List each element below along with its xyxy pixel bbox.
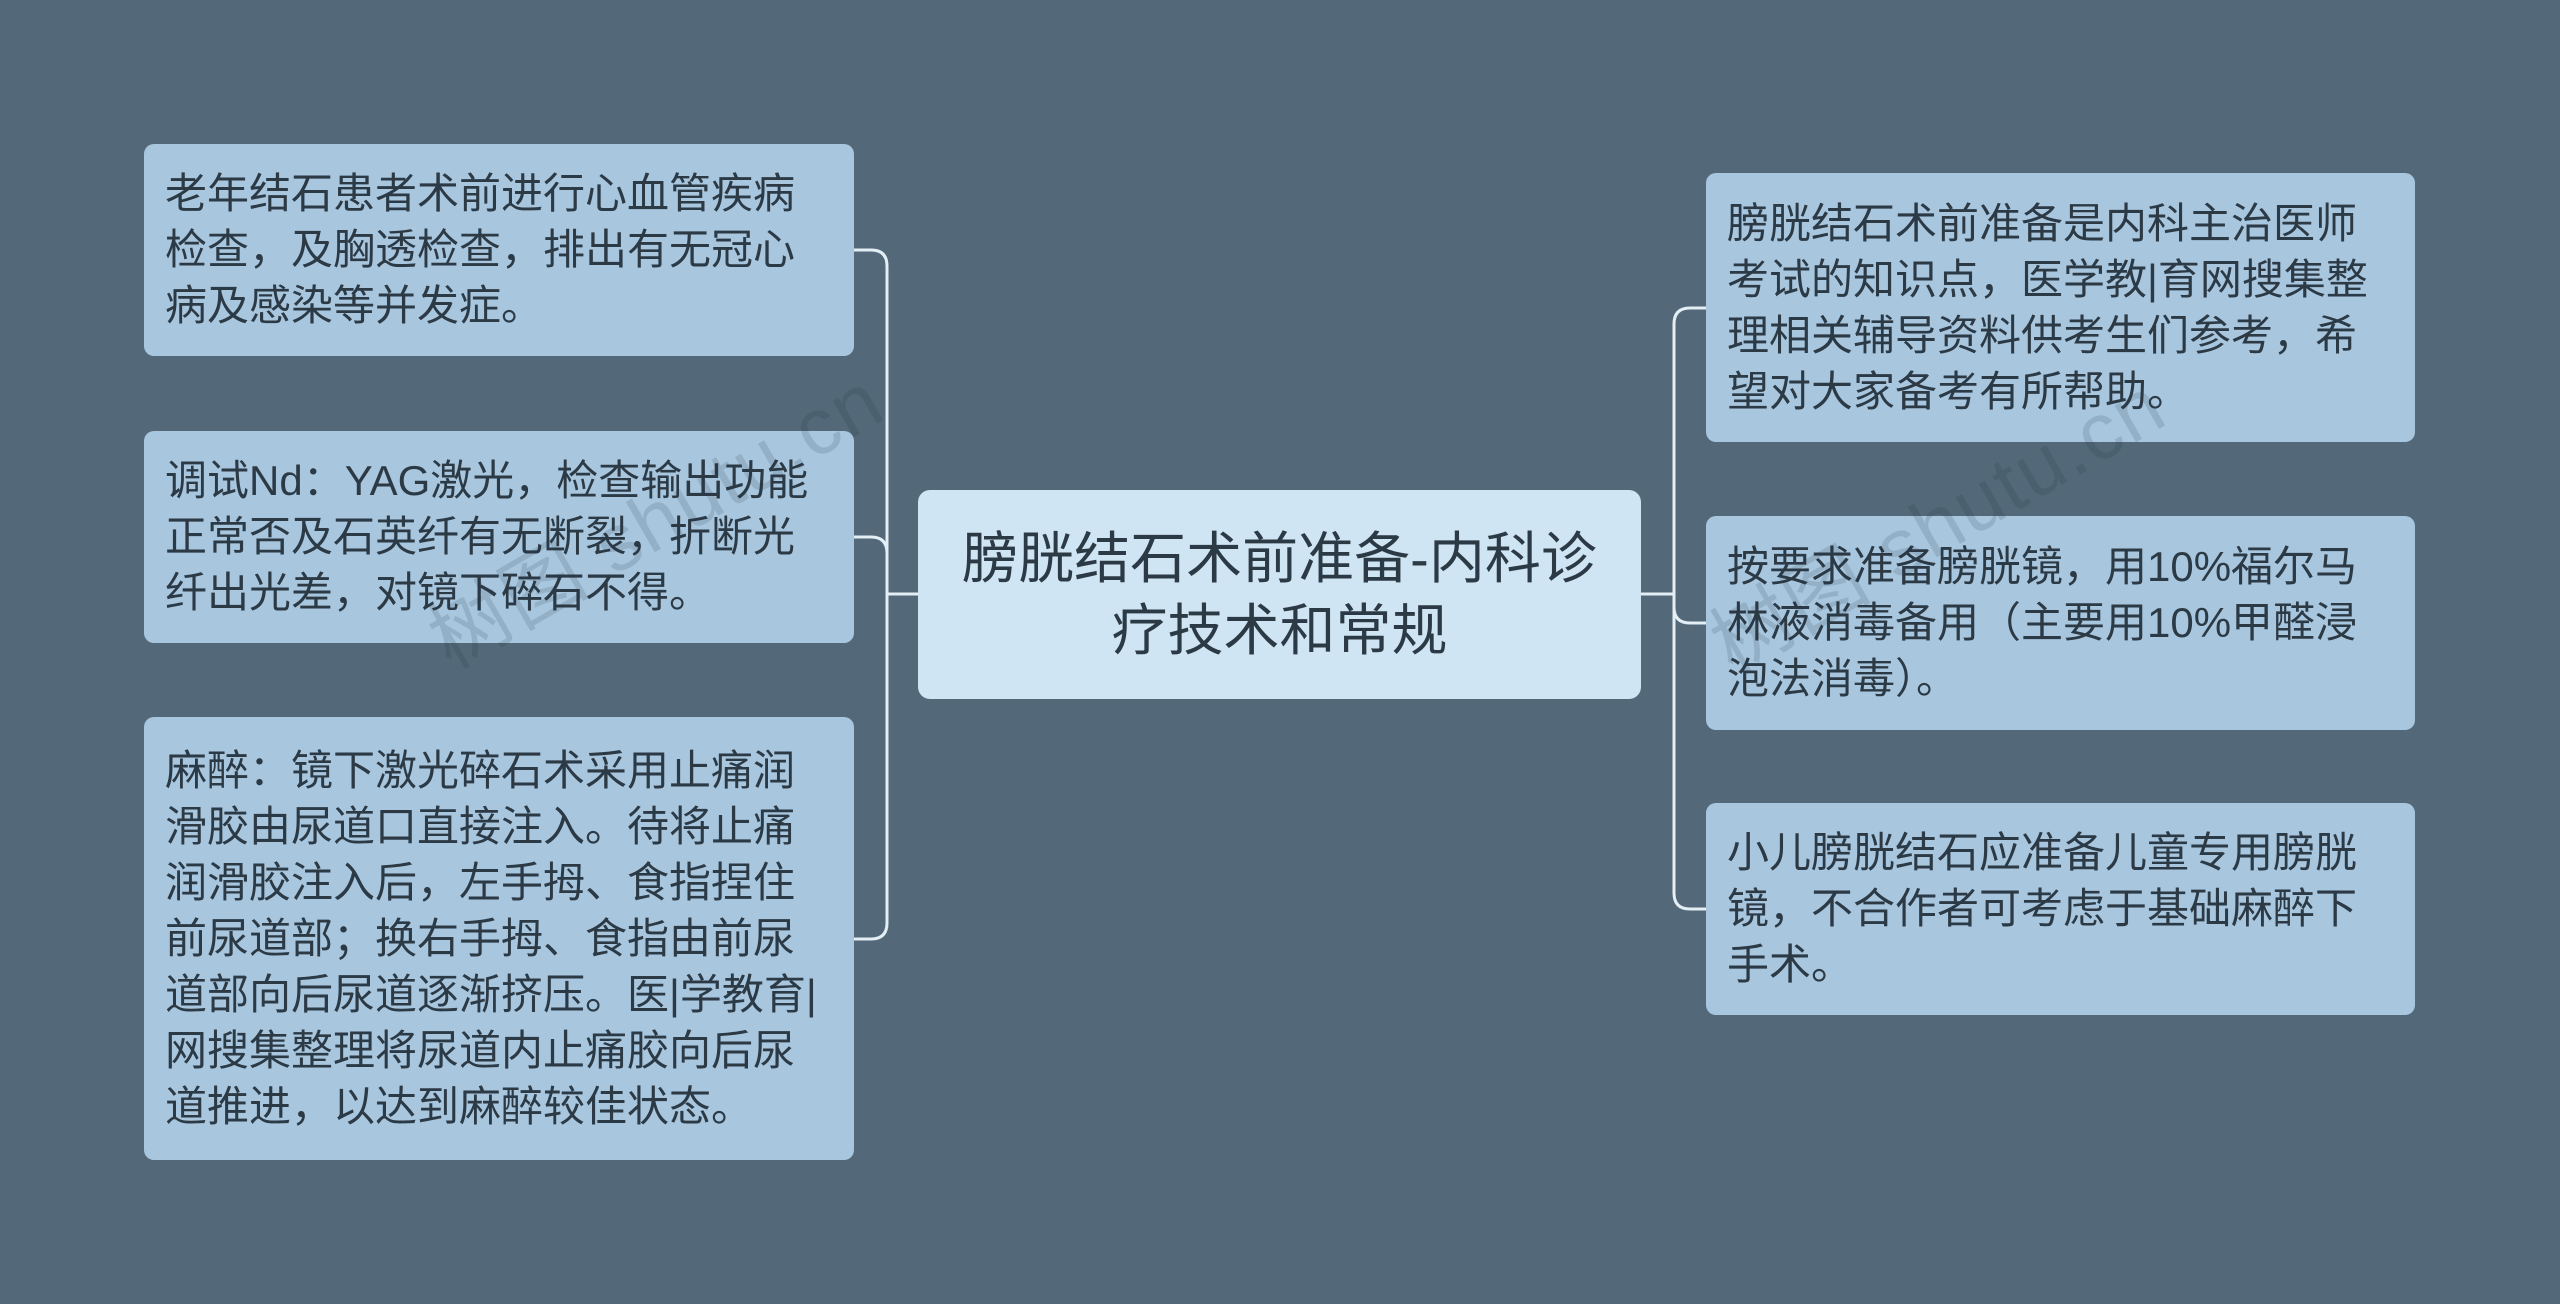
- node-text-line: 膀胱结石术前准备是内科主治医师: [1727, 199, 2358, 247]
- node-text-line: 理相关辅导资料供考生们参考，希: [1727, 311, 2358, 359]
- connector-right-2: [1672, 592, 1708, 625]
- node-text-line: 纤出光差，对镜下碎石不得。: [165, 569, 712, 616]
- node-text-line: 望对大家备考有所帮助。: [1727, 367, 2190, 415]
- connector-left-2: [852, 535, 889, 596]
- node-text-line: 滑胶由尿道口直接注入。待将止痛: [165, 802, 796, 850]
- node-text-line: 林液消毒备用（主要用10%甲醛浸: [1727, 599, 2358, 646]
- root-title-line: 膀胱结石术前准备-内科诊: [962, 526, 1597, 590]
- node-text-line: 正常否及石英纤有无断裂，折断光: [165, 513, 796, 560]
- node-text-line: 道部向后尿道逐渐挤压。医|学教育|: [165, 970, 817, 1018]
- node-text-line: 前尿道部；换右手拇、食指由前尿: [165, 914, 796, 962]
- node-text-line: 病及感染等并发症。: [165, 282, 544, 329]
- root-node: 膀胱结石术前准备-内科诊 疗技术和常规: [918, 490, 1641, 699]
- node-text-line: 手术。: [1727, 941, 1854, 988]
- branch-node-left-2: 调试Nd：YAG激光，检查输出功能 正常否及石英纤有无断裂，折断光 纤出光差，对…: [144, 431, 854, 643]
- node-text-line: 考试的知识点，医学教|育网搜集整: [1727, 255, 2368, 303]
- node-text-line: 泡法消毒）。: [1727, 655, 1959, 702]
- node-text-line: 小儿膀胱结石应准备儿童专用膀胱: [1727, 829, 2358, 876]
- node-text-line: 镜，不合作者可考虑于基础麻醉下: [1727, 885, 2358, 932]
- node-text-line: 检查，及胸透检查，排出有无冠心: [165, 226, 796, 273]
- root-title-line: 疗技术和常规: [1111, 598, 1448, 662]
- node-text-line: 道推进，以达到麻醉较佳状态。: [165, 1082, 754, 1130]
- node-text-line: 润滑胶注入后，左手拇、食指捏住: [165, 858, 796, 906]
- connector-right-1: [1672, 306, 1708, 596]
- branch-node-right-3: 小儿膀胱结石应准备儿童专用膀胱 镜，不合作者可考虑于基础麻醉下 手术。: [1706, 803, 2415, 1015]
- connector-right-3: [1672, 592, 1708, 911]
- node-text-line: 老年结石患者术前进行心血管疾病: [165, 170, 796, 217]
- branch-node-left-1: 老年结石患者术前进行心血管疾病 检查，及胸透检查，排出有无冠心 病及感染等并发症…: [144, 144, 854, 356]
- node-text-line: 按要求准备膀胱镜，用10%福尔马: [1727, 543, 2358, 590]
- branch-node-right-2: 按要求准备膀胱镜，用10%福尔马 林液消毒备用（主要用10%甲醛浸 泡法消毒）。: [1706, 516, 2415, 730]
- branch-node-right-1: 膀胱结石术前准备是内科主治医师 考试的知识点，医学教|育网搜集整 理相关辅导资料…: [1706, 173, 2415, 442]
- connector-left-3: [852, 592, 889, 941]
- node-text-line: 麻醉：镜下激光碎石术采用止痛润: [165, 746, 796, 794]
- node-text-line: 网搜集整理将尿道内止痛胶向后尿: [165, 1026, 796, 1074]
- connector-left-1: [852, 248, 889, 596]
- branch-node-left-3: 麻醉：镜下激光碎石术采用止痛润 滑胶由尿道口直接注入。待将止痛 润滑胶注入后，左…: [144, 717, 854, 1160]
- node-text-line: 调试Nd：YAG激光，检查输出功能: [165, 457, 809, 504]
